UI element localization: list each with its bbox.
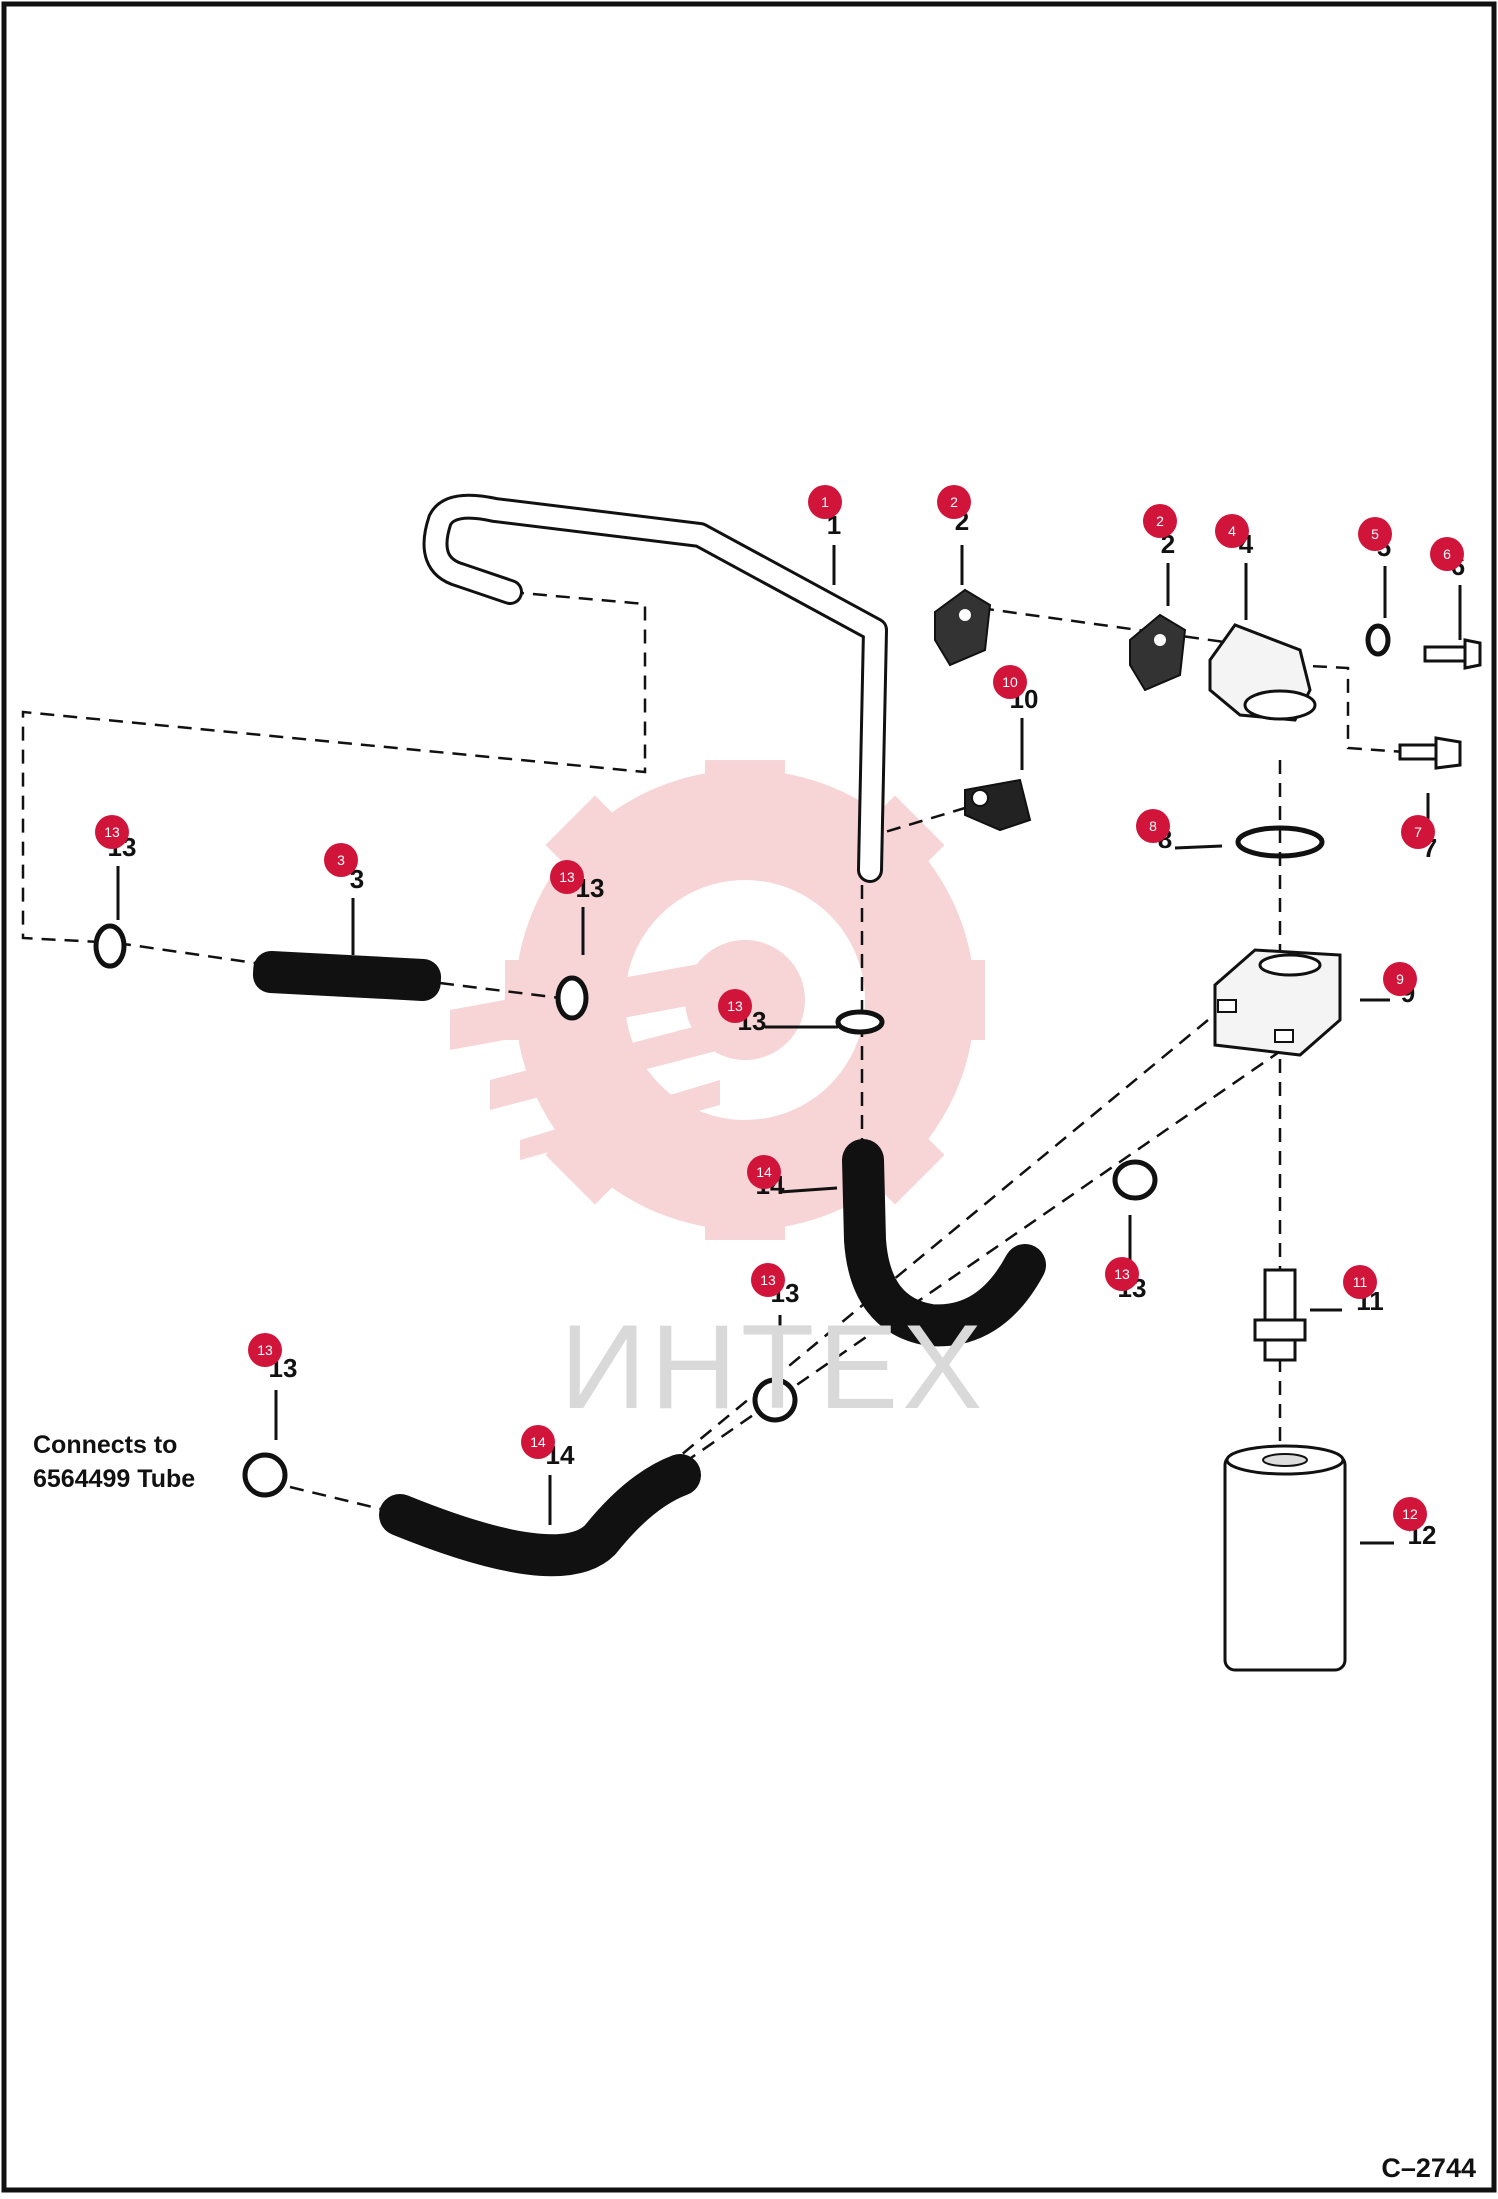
callout-badge-number: 11	[1353, 1274, 1368, 1290]
callout-badge	[1136, 809, 1170, 843]
part-2-bracket-right	[1129, 613, 1187, 692]
callout-badge	[1393, 1497, 1427, 1531]
connects-note: Connects to 6564499 Tube	[33, 1428, 195, 1496]
callout-badge	[1358, 517, 1392, 551]
callout-badge-number: 6	[1443, 546, 1451, 562]
part-13-clamp-3	[835, 1009, 885, 1035]
callout-badge	[521, 1425, 555, 1459]
callout-badge-number: 14	[756, 1164, 772, 1180]
callout-badge	[808, 485, 842, 519]
callout-badge	[993, 665, 1027, 699]
callout-leader	[779, 1186, 838, 1194]
part-14-hose-upper	[842, 1139, 1046, 1347]
callout-badge	[1105, 1257, 1139, 1291]
callout-badge-number: 9	[1396, 971, 1404, 987]
callout-badge-number: 10	[1002, 674, 1018, 690]
part-10-clamp	[964, 778, 1032, 832]
part-8-o-ring	[1235, 825, 1325, 859]
part-3-hose	[252, 951, 442, 1001]
part-12-filter	[1223, 1444, 1347, 1672]
callout-badge-number: 2	[1156, 513, 1164, 529]
part-11-nipple	[1253, 1268, 1307, 1362]
connects-note-line-1: Connects to	[33, 1431, 178, 1459]
part-1-tube	[422, 493, 888, 883]
callout-badge	[1343, 1265, 1377, 1299]
callout-badge	[550, 860, 584, 894]
connects-note-line-2: 6564499 Tube	[33, 1465, 196, 1493]
watermark-gear-logo	[450, 760, 985, 1240]
callout-badge	[1215, 514, 1249, 548]
part-14-hose-lower	[379, 1454, 701, 1577]
watermark-text: ИНТЕХ	[560, 1300, 987, 1434]
callout-badge	[324, 843, 358, 877]
part-4-adapter	[1208, 623, 1317, 722]
callout-badge-number: 7	[1414, 824, 1422, 840]
callout-badge	[937, 485, 971, 519]
callout-badge-number: 13	[104, 824, 120, 840]
part-13-clamp-5	[752, 1377, 798, 1423]
callout-badge-number: 13	[727, 998, 743, 1014]
callout-badge	[718, 989, 752, 1023]
callout-badge	[248, 1333, 282, 1367]
callout-badge	[1383, 962, 1417, 996]
part-13-clamp-4	[1112, 1159, 1158, 1201]
callout-badge	[1430, 537, 1464, 571]
drawing-number: C–2744	[1381, 2153, 1476, 2183]
part-9-filter-head	[1213, 948, 1342, 1057]
callout-badge-number: 13	[559, 869, 575, 885]
callout-badge-number: 5	[1371, 526, 1379, 542]
callout-badge-number: 3	[337, 852, 345, 868]
callout-badge-number: 13	[257, 1342, 273, 1358]
callout-badge-number: 1	[821, 494, 829, 510]
callout-badge-number: 12	[1402, 1506, 1418, 1522]
callout-badge-number: 14	[530, 1434, 546, 1450]
part-13-clamp-6	[242, 1452, 288, 1498]
callout-badge	[1401, 815, 1435, 849]
callout-badge	[751, 1263, 785, 1297]
part-13-clamp-1	[93, 923, 127, 969]
callout-leader	[1174, 844, 1223, 850]
part-7-bolt	[1398, 736, 1462, 770]
callout-badge-number: 13	[760, 1272, 776, 1288]
part-13-clamp-2	[555, 975, 589, 1021]
callout-badge-number: 8	[1149, 818, 1157, 834]
callout-badge-number: 4	[1228, 523, 1236, 539]
callouts-layer: 1122224455661010131333131388771313991414…	[95, 485, 1465, 1550]
callout-badge	[95, 815, 129, 849]
callout-badge	[1143, 504, 1177, 538]
callout-badge-number: 2	[950, 494, 958, 510]
part-6-bolt	[1423, 638, 1482, 670]
callout-badge	[747, 1155, 781, 1189]
part-2-bracket-left	[934, 588, 992, 667]
part-5-washer	[1365, 623, 1391, 657]
callout-badge-number: 13	[1114, 1266, 1130, 1282]
